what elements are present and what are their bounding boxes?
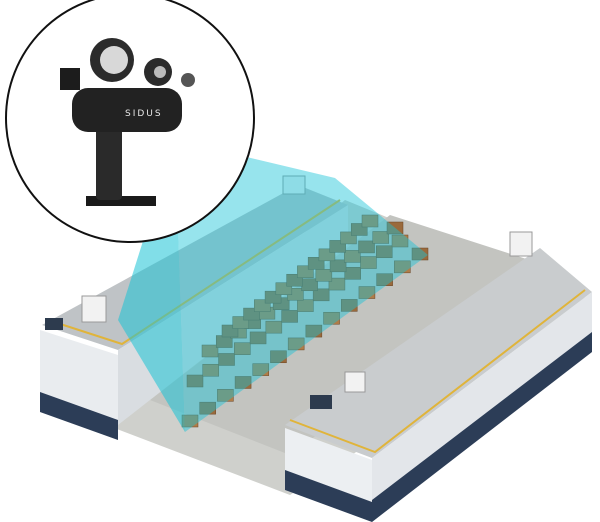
camera-side-arm — [60, 68, 80, 90]
camera-head-body — [72, 88, 182, 132]
crate — [344, 250, 361, 263]
crate — [312, 288, 330, 302]
camera-pole — [96, 120, 122, 200]
crate — [329, 259, 347, 273]
left-wall-top — [42, 185, 348, 350]
crate — [340, 299, 358, 312]
crate — [201, 344, 219, 358]
crate — [344, 267, 361, 280]
crate — [234, 376, 252, 389]
crate — [186, 374, 204, 388]
crate — [281, 310, 298, 323]
crate — [323, 311, 340, 325]
right-wall-hut-front — [344, 371, 366, 393]
crate — [375, 245, 393, 259]
right-wall-machine — [310, 395, 332, 409]
ptz-camera: SIDUS — [60, 38, 195, 206]
crate — [372, 231, 390, 244]
crate — [394, 260, 411, 274]
crate — [391, 234, 409, 248]
back-hut — [282, 175, 306, 195]
crate — [234, 342, 251, 355]
camera-logo-text: SIDUS — [125, 109, 163, 119]
dock-floor-center — [150, 215, 545, 455]
camera-lens — [154, 66, 166, 78]
crate — [249, 331, 267, 345]
crate — [287, 337, 305, 351]
right-wall-end-base — [285, 470, 372, 522]
crate — [265, 320, 283, 334]
left-wall-hut — [81, 295, 107, 323]
left-wall-railing — [47, 199, 341, 346]
right-wall-hut — [509, 231, 533, 257]
right-wall-top — [285, 248, 592, 458]
crate — [297, 299, 314, 312]
crate — [358, 286, 376, 299]
right-wall-railing — [289, 289, 586, 454]
right-wall-outer-base — [372, 332, 592, 522]
crate — [218, 353, 235, 366]
crate — [376, 273, 393, 286]
camera-small-lens — [181, 73, 195, 87]
left-wall-machine — [45, 318, 63, 330]
crate-rows — [181, 214, 429, 428]
crate — [361, 214, 379, 228]
camera-base-plate — [86, 196, 156, 206]
left-wall-end-base — [40, 392, 118, 440]
camera-beam-right — [175, 140, 428, 432]
crate — [252, 363, 270, 376]
crate — [411, 247, 429, 261]
crate — [386, 221, 404, 235]
camera-spotlight-lens — [100, 46, 128, 74]
crate — [358, 240, 375, 254]
crate — [217, 389, 234, 402]
crate — [202, 363, 220, 377]
crate — [270, 350, 287, 364]
crate — [305, 324, 323, 338]
crate — [199, 401, 216, 415]
crate — [328, 277, 346, 291]
